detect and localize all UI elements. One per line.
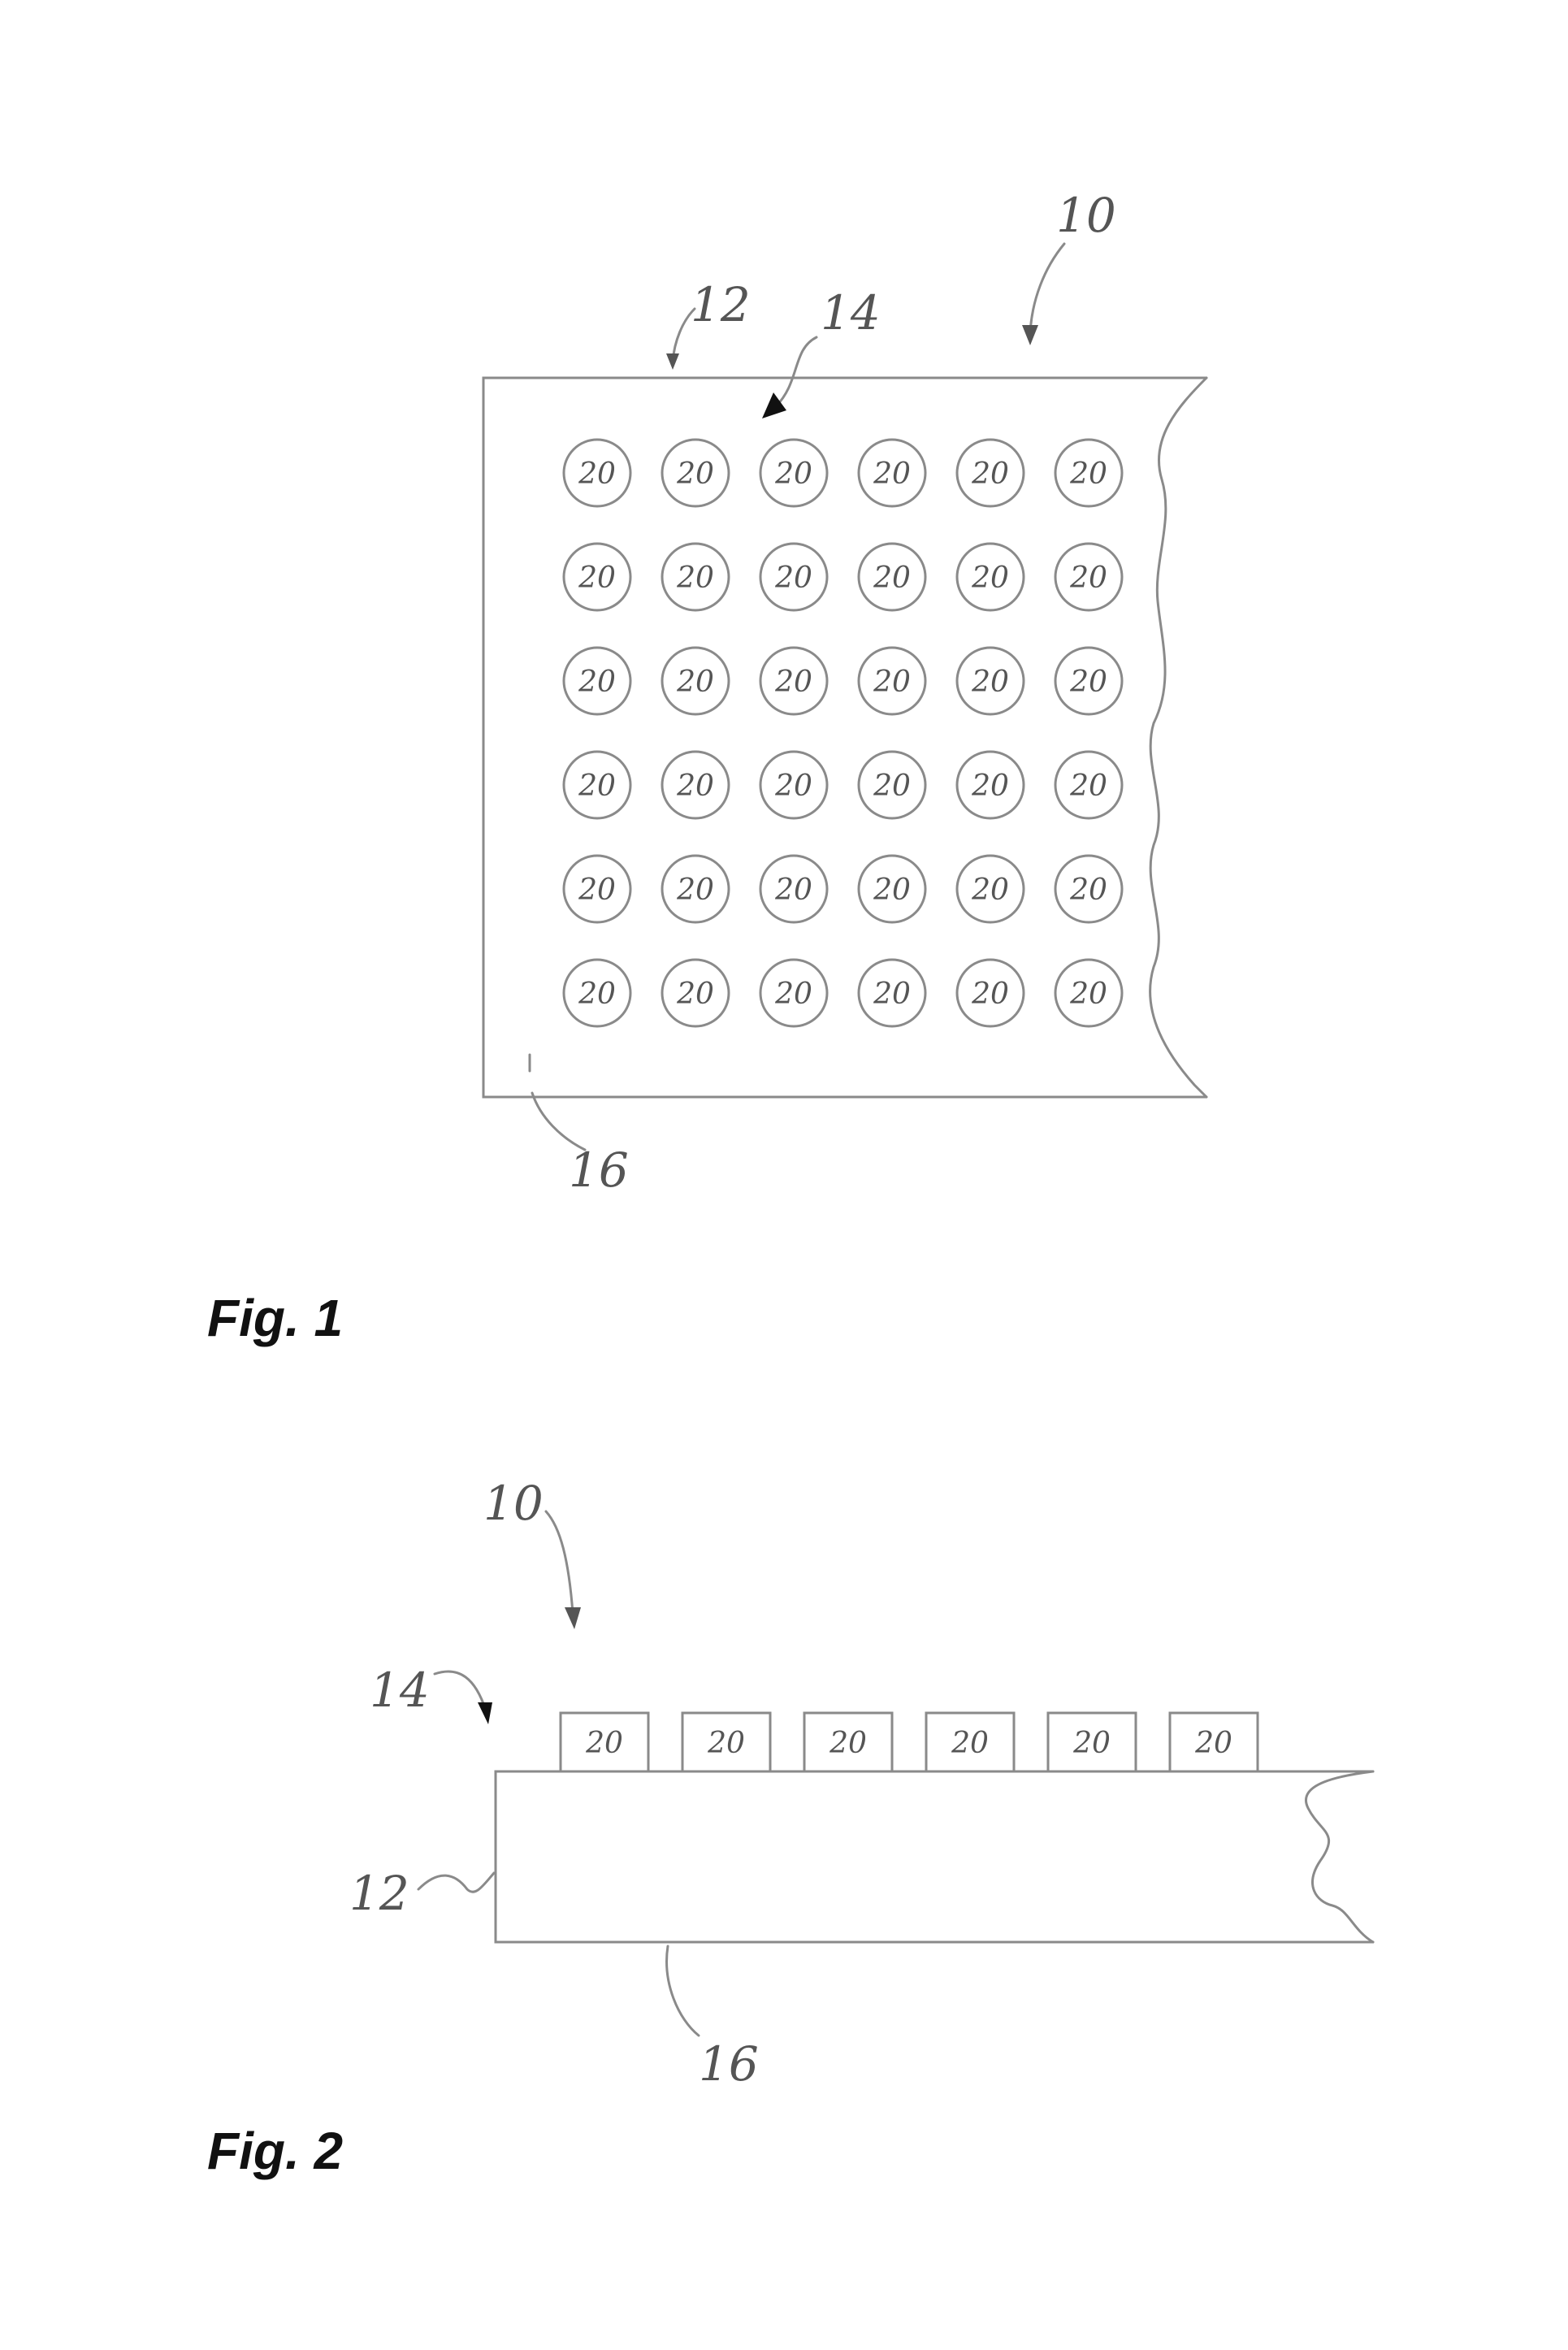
fig2-arrowhead-14 bbox=[478, 1702, 492, 1724]
fig1-leader-14 bbox=[776, 337, 816, 406]
fig1-element-label: 20 bbox=[971, 770, 1009, 803]
fig2-element-row: 20 20 20 20 20 20 bbox=[561, 1713, 1258, 1771]
fig1-element-label: 20 bbox=[873, 561, 911, 595]
fig1-element-label: 20 bbox=[873, 770, 911, 803]
fig1-element-label: 20 bbox=[1069, 666, 1107, 699]
fig1-arrowhead-12 bbox=[666, 353, 679, 370]
fig1-leader-16 bbox=[532, 1093, 585, 1150]
fig1-element-label: 20 bbox=[676, 666, 714, 699]
fig1-element-label: 20 bbox=[774, 874, 812, 907]
fig2-ref-device: 10 bbox=[483, 1476, 544, 1531]
fig1-element-label: 20 bbox=[676, 770, 714, 803]
fig2-ref-substrate: 12 bbox=[349, 1866, 409, 1921]
fig1-element-label: 20 bbox=[676, 561, 714, 595]
fig1-element-label: 20 bbox=[971, 978, 1009, 1011]
fig1-element-label: 20 bbox=[1069, 770, 1107, 803]
fig2-element-label: 20 bbox=[585, 1727, 623, 1760]
fig1-element-label: 20 bbox=[873, 874, 911, 907]
fig1-element-label: 20 bbox=[774, 666, 812, 699]
fig1-element-label: 20 bbox=[676, 874, 714, 907]
fig1-element-label: 20 bbox=[578, 770, 616, 803]
figure-2 bbox=[418, 1511, 1373, 2036]
fig1-ref-bottom: 16 bbox=[569, 1142, 629, 1198]
fig2-ref-bottom: 16 bbox=[699, 2036, 759, 2092]
fig1-element-label: 20 bbox=[774, 457, 812, 491]
fig1-element-label: 20 bbox=[774, 770, 812, 803]
fig2-break-line bbox=[1306, 1771, 1373, 1942]
fig1-element-label: 20 bbox=[1069, 874, 1107, 907]
fig1-element-label: 20 bbox=[1069, 561, 1107, 595]
fig1-element-label: 20 bbox=[1069, 978, 1107, 1011]
fig1-element-label: 20 bbox=[676, 457, 714, 491]
fig2-element-label: 20 bbox=[1194, 1727, 1232, 1760]
fig1-ref-device: 10 bbox=[1056, 188, 1116, 243]
fig2-element-label: 20 bbox=[707, 1727, 745, 1760]
fig1-element-label: 20 bbox=[774, 561, 812, 595]
fig1-element-label: 20 bbox=[971, 666, 1009, 699]
fig2-ref-array: 14 bbox=[370, 1663, 430, 1718]
fig2-element-label: 20 bbox=[829, 1727, 867, 1760]
fig2-leader-16 bbox=[667, 1946, 699, 2036]
fig1-ref-array: 14 bbox=[821, 285, 881, 340]
fig1-element-label: 20 bbox=[971, 561, 1009, 595]
fig1-break-line bbox=[1150, 378, 1206, 1097]
fig2-element-label: 20 bbox=[1072, 1727, 1111, 1760]
fig2-arrowhead-10 bbox=[565, 1607, 581, 1629]
fig1-element-label: 20 bbox=[1069, 457, 1107, 491]
fig2-caption: Fig. 2 bbox=[207, 2121, 343, 2181]
fig1-element-label: 20 bbox=[971, 457, 1009, 491]
fig1-leader-10 bbox=[1030, 244, 1064, 333]
fig1-element-label: 20 bbox=[873, 978, 911, 1011]
fig1-element-label: 20 bbox=[873, 457, 911, 491]
fig1-element-label: 20 bbox=[971, 874, 1009, 907]
fig2-substrate-outline bbox=[496, 1771, 1373, 1942]
fig1-element-label: 20 bbox=[578, 666, 616, 699]
fig2-element-label: 20 bbox=[951, 1727, 989, 1760]
fig1-element-label: 20 bbox=[873, 666, 911, 699]
fig2-leader-12 bbox=[418, 1873, 494, 1892]
fig1-element-label: 20 bbox=[578, 457, 616, 491]
fig1-caption: Fig. 1 bbox=[207, 1288, 343, 1348]
fig2-leader-10 bbox=[546, 1511, 573, 1613]
fig1-arrowhead-10 bbox=[1022, 325, 1038, 345]
fig1-element-array: 20 20 20 20 20 20 20 20 20 20 20 20 20 20 20 20 20 20 20 20… bbox=[564, 440, 1122, 1026]
fig1-element-label: 20 bbox=[578, 561, 616, 595]
fig1-element-label: 20 bbox=[676, 978, 714, 1011]
fig1-ref-substrate: 12 bbox=[691, 277, 751, 332]
fig1-element-label: 20 bbox=[578, 978, 616, 1011]
fig1-element-label: 20 bbox=[774, 978, 812, 1011]
fig2-leader-14 bbox=[435, 1671, 486, 1710]
fig1-element-label: 20 bbox=[578, 874, 616, 907]
